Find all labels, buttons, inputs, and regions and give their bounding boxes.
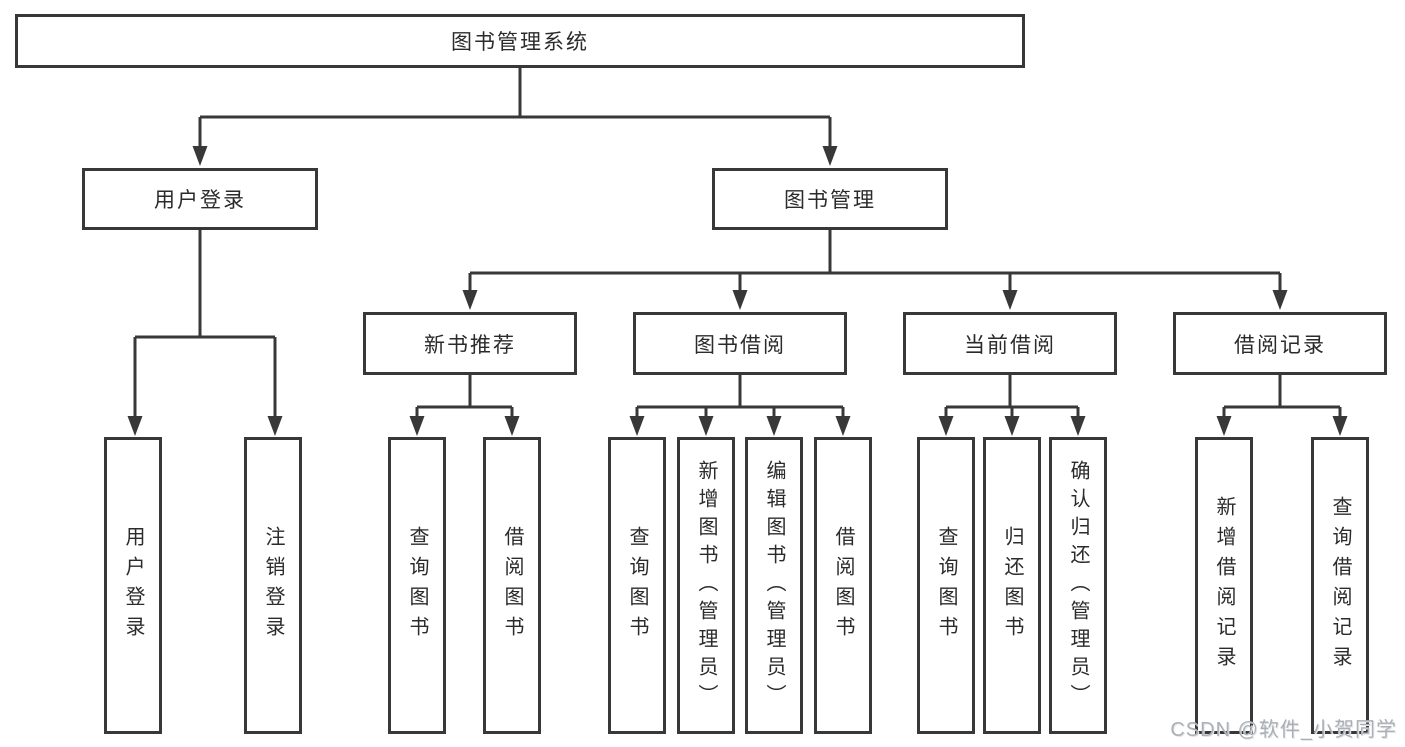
- leaf-return-books: 归还图书: [983, 437, 1041, 734]
- leaf-label: 查询图书: [626, 525, 648, 646]
- node-new-book-recommend: 新书推荐: [363, 312, 577, 375]
- leaf-add-borrow-record: 新增借阅记录: [1195, 437, 1253, 734]
- node-book-management: 图书管理: [712, 168, 948, 230]
- leaf-borrow-books-borrowing: 借阅图书: [814, 437, 872, 734]
- leaf-edit-books-admin: 编辑图书（管理员）: [745, 437, 803, 734]
- node-borrowing-records: 借阅记录: [1173, 312, 1387, 375]
- node-label: 借阅记录: [1234, 333, 1326, 357]
- leaf-query-borrow-record: 查询借阅记录: [1311, 437, 1369, 734]
- leaf-label: 借阅图书: [832, 525, 854, 646]
- leaf-label: 查询借阅记录: [1329, 495, 1351, 676]
- leaf-label: 编辑图书（管理员）: [763, 459, 785, 712]
- node-user-login: 用户登录: [82, 168, 318, 230]
- node-label: 图书管理: [784, 189, 876, 212]
- node-label: 当前借阅: [964, 333, 1056, 357]
- node-label: 用户登录: [154, 189, 246, 212]
- leaf-label: 归还图书: [1001, 525, 1023, 646]
- leaf-query-books-recommend: 查询图书: [388, 437, 446, 734]
- leaf-query-books-borrowing: 查询图书: [608, 437, 666, 734]
- leaf-label: 新增借阅记录: [1213, 495, 1235, 676]
- leaf-label: 注销登录: [262, 525, 284, 646]
- leaf-label: 借阅图书: [501, 525, 523, 646]
- node-book-borrowing: 图书借阅: [633, 312, 847, 375]
- leaf-label: 用户登录: [122, 525, 144, 646]
- leaf-label: 确认归还（管理员）: [1067, 459, 1089, 712]
- node-current-borrowing: 当前借阅: [903, 312, 1117, 375]
- leaf-label: 查询图书: [406, 525, 428, 646]
- csdn-watermark: CSDN @软件_小贺同学: [1170, 719, 1397, 741]
- leaf-add-books-admin: 新增图书（管理员）: [677, 437, 735, 734]
- leaf-query-books-current: 查询图书: [917, 437, 975, 734]
- node-library-management-system: 图书管理系统: [15, 14, 1025, 68]
- leaf-borrow-books-recommend: 借阅图书: [483, 437, 541, 734]
- node-label: 图书借阅: [694, 333, 786, 357]
- node-label: 新书推荐: [424, 333, 516, 357]
- leaf-logout: 注销登录: [244, 437, 302, 734]
- leaf-label: 新增图书（管理员）: [695, 459, 717, 712]
- leaf-label: 查询图书: [935, 525, 957, 646]
- leaf-user-login: 用户登录: [104, 437, 162, 734]
- node-label: 图书管理系统: [451, 31, 589, 54]
- leaf-confirm-return-admin: 确认归还（管理员）: [1049, 437, 1107, 734]
